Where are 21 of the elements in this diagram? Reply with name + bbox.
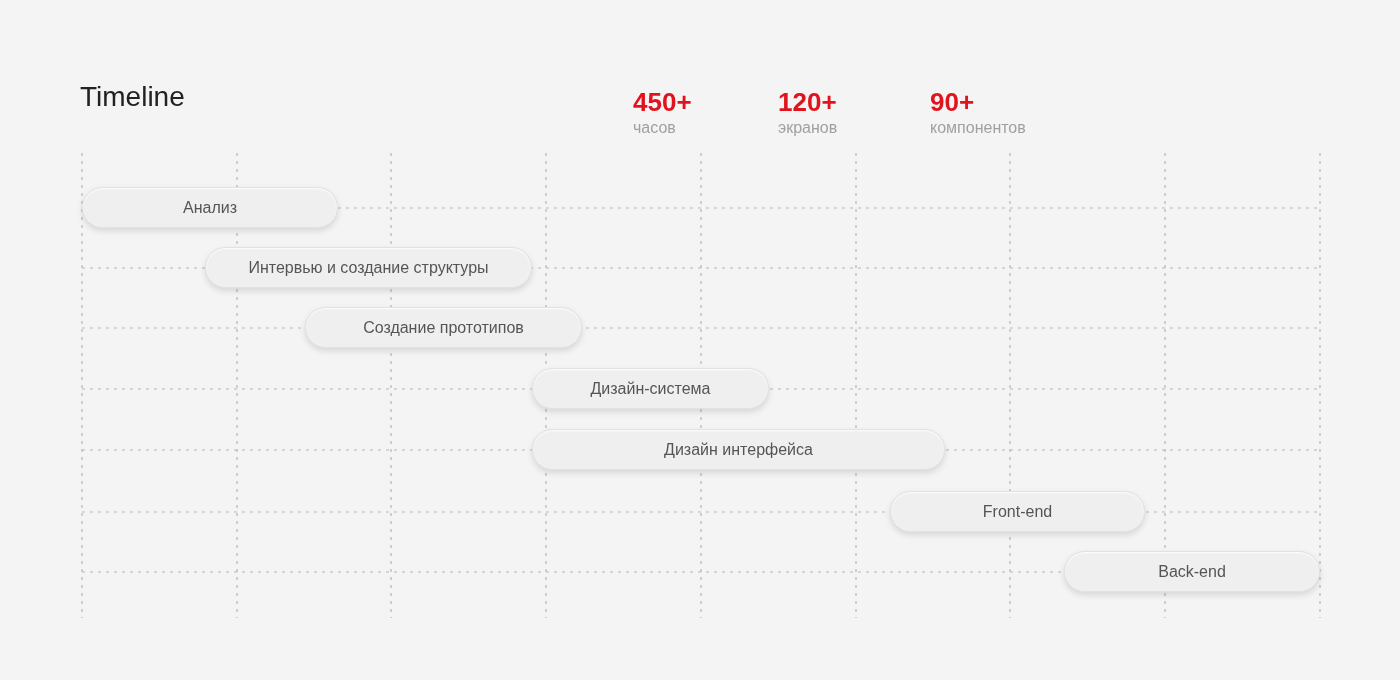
bar-label: Дизайн интерфейса — [664, 439, 813, 460]
stat-caption: экранов — [778, 118, 838, 138]
stat-caption: часов — [633, 118, 677, 138]
title: Timeline — [80, 80, 185, 114]
bar-label: Front-end — [982, 501, 1053, 522]
bar-label: Интервью и создание структуры — [248, 257, 489, 278]
timeline-bar — [890, 491, 1145, 532]
stat-value: 120+ — [778, 86, 838, 118]
bar-label: Создание прототипов — [363, 317, 524, 338]
stat-caption: компонентов — [930, 118, 1026, 138]
timeline-bar — [532, 429, 945, 470]
timeline-bar — [1064, 551, 1320, 592]
timeline-bar — [305, 307, 582, 348]
bar-label: Back-end — [1158, 561, 1226, 582]
stat-value: 90+ — [930, 86, 976, 118]
timeline-bar — [82, 187, 338, 228]
stat-value: 450+ — [633, 86, 692, 118]
bar-label: Анализ — [183, 197, 237, 218]
timeline-bar — [532, 368, 769, 409]
timeline-bar — [205, 247, 532, 288]
bar-label: Дизайн-система — [590, 378, 711, 399]
